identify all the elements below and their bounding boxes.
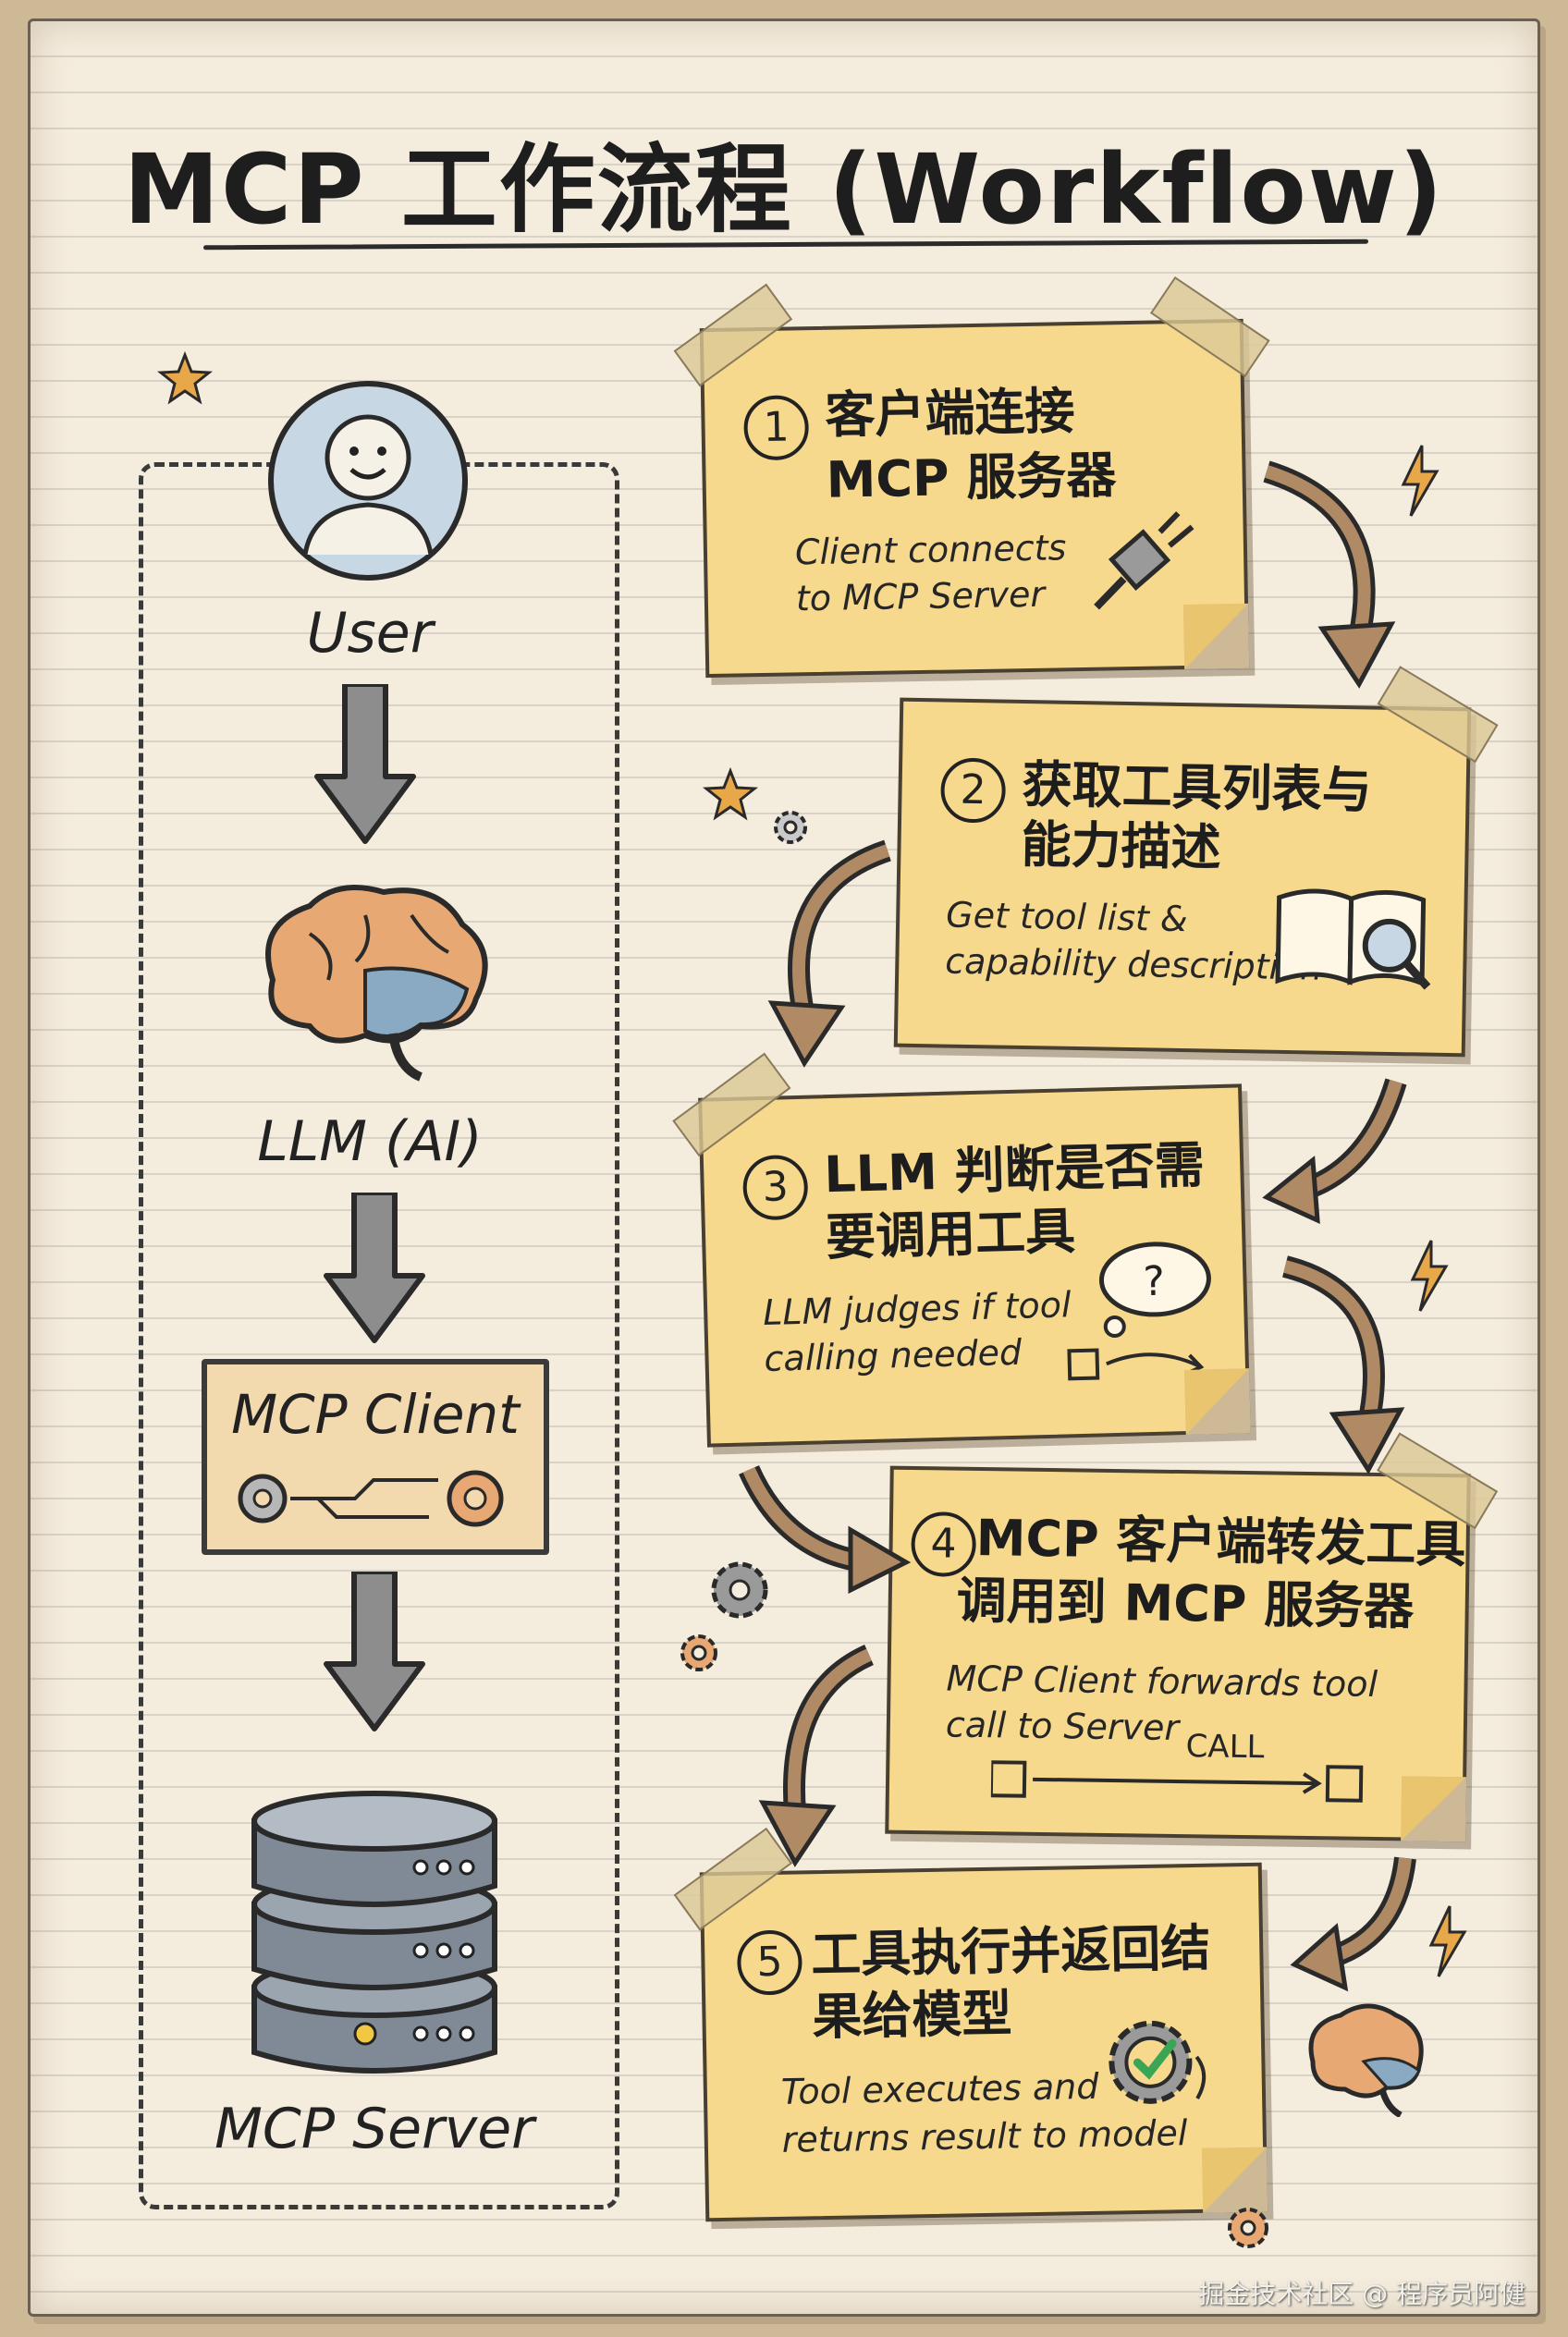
mcp-client-label: MCP Client [231, 1383, 520, 1446]
down-arrow-icon [324, 1572, 425, 1731]
flow-arrow-icon [758, 1645, 875, 1867]
step-3-zh-line1: LLM 判断是否需 [823, 1135, 1206, 1205]
step-4-note: 4 MCP 客户端转发工具 调用到 MCP 服务器 MCP Client for… [885, 1432, 1499, 1842]
step-2-en-line1: Get tool list & [945, 894, 1188, 940]
step-5-zh-line2: 果给模型 [811, 1984, 1013, 2047]
mcp-client-box: MCP Client [202, 1359, 549, 1555]
call-arrow-icon [990, 1760, 1364, 1803]
step-4-zh-line1: MCP 客户端转发工具 [975, 1508, 1466, 1574]
watermark: 掘金技术社区 @ 程序员阿健 [1198, 2279, 1525, 2309]
flow-arrow-icon [1281, 1255, 1405, 1474]
step-number-badge: 4 [911, 1511, 977, 1577]
step-5-note: 5 工具执行并返回结 果给模型 Tool executes and return… [673, 1827, 1268, 2222]
gear-icon [1228, 2208, 1268, 2248]
step-1-zh-line1: 客户端连接 [824, 382, 1075, 445]
brain-icon [265, 885, 488, 1082]
step-number-badge: 1 [743, 395, 810, 461]
llm-label: LLM (AI) [257, 1109, 483, 1174]
step-3-zh-line2: 要调用工具 [825, 1202, 1076, 1267]
svg-text:?: ? [1143, 1258, 1166, 1306]
step-3-en-line2: calling needed [763, 1331, 1023, 1379]
flow-arrow-icon [739, 1464, 912, 1595]
gear-check-icon [1109, 2020, 1207, 2104]
down-arrow-icon [314, 684, 416, 844]
call-label: CALL [1185, 1728, 1265, 1767]
step-2-note: 2 获取工具列表与 能力描述 Get tool list & capabilit… [893, 666, 1499, 1058]
page-fold [1184, 1368, 1251, 1436]
page-title: MCP 工作流程 (Workflow) [123, 133, 1445, 246]
book-magnifier-icon [1275, 888, 1431, 990]
gear-icon [680, 1634, 717, 1671]
user-label: User [306, 601, 434, 666]
step-3-en-line1: LLM judges if tool [762, 1284, 1072, 1333]
page-fold [1183, 603, 1250, 670]
step-1-zh-line2: MCP 服务器 [826, 446, 1117, 509]
step-number-badge: 2 [939, 757, 1007, 824]
step-3-note: 3 LLM 判断是否需 要调用工具 LLM judges if tool cal… [672, 1052, 1251, 1448]
step-1-en-line1: Client connects [794, 527, 1067, 573]
mcp-server-label: MCP Server [214, 2097, 534, 2161]
small-brain-icon [1308, 2003, 1424, 2117]
circuit-gears-icon [238, 1470, 504, 1527]
gear-icon [774, 811, 807, 844]
step-number-badge: 5 [736, 1929, 803, 1996]
step-1-note: 1 客户端连接 MCP 服务器 Client connects to MCP S… [673, 275, 1270, 679]
star-icon [703, 767, 758, 821]
flow-arrow-icon [1262, 1078, 1407, 1225]
star-icon [157, 351, 213, 405]
step-2-en-line2: capability description [944, 940, 1323, 988]
plug-icon [1094, 511, 1194, 610]
lightning-icon [1410, 1240, 1449, 1312]
thought-bubble-icon: ? [1067, 1242, 1211, 1381]
flow-arrow-icon [1290, 1856, 1416, 1992]
user-avatar-icon [268, 381, 468, 581]
gear-icon [711, 1561, 768, 1619]
step-5-en-line1: Tool executes and [780, 2065, 1099, 2112]
lightning-icon [1401, 445, 1439, 517]
flow-arrow-icon [1263, 460, 1396, 689]
lightning-icon [1428, 1905, 1467, 1977]
step-2-zh-line2: 能力描述 [1021, 814, 1222, 877]
step-5-zh-line1: 工具执行并返回结 [810, 1918, 1211, 1985]
step-1-en-line2: to MCP Server [795, 573, 1046, 619]
step-4-en-line1: MCP Client forwards tool [946, 1658, 1378, 1706]
flow-arrow-icon [767, 839, 891, 1068]
step-2-zh-line1: 获取工具列表与 [1022, 754, 1373, 820]
server-database-icon [251, 1791, 497, 2074]
step-4-zh-line2: 调用到 MCP 服务器 [956, 1571, 1415, 1636]
page-fold [1401, 1776, 1467, 1842]
down-arrow-icon [324, 1193, 425, 1343]
step-number-badge: 3 [741, 1154, 809, 1221]
